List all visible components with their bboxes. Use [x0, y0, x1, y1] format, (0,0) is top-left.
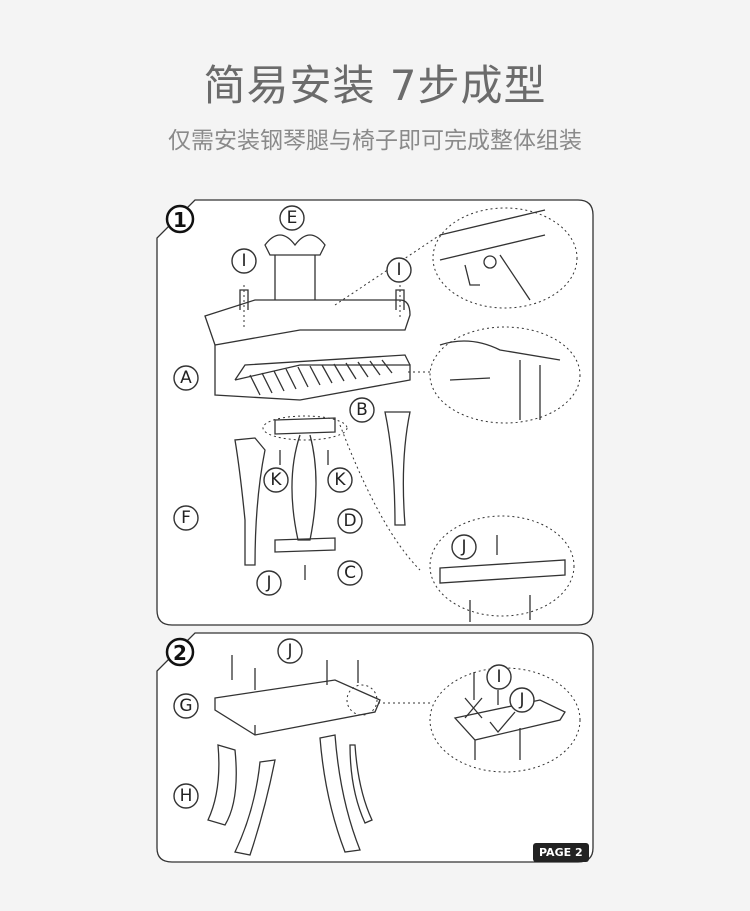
label-J: J	[256, 570, 282, 596]
svg-text:A: A	[180, 368, 192, 388]
detail-insets	[207, 207, 581, 856]
page-title: 简易安装 7步成型	[203, 61, 547, 110]
svg-text:J: J	[460, 537, 466, 557]
svg-text:J: J	[265, 573, 271, 593]
step2-panel	[156, 632, 594, 863]
label-I: I	[231, 248, 257, 274]
svg-text:H: H	[180, 786, 193, 806]
svg-text:B: B	[356, 400, 368, 420]
label-F: F	[173, 505, 199, 531]
svg-text:1: 1	[173, 208, 187, 232]
label-I: I	[486, 664, 512, 690]
svg-text:K: K	[334, 470, 346, 490]
step1-panel	[156, 199, 594, 626]
page-number-badge: PAGE 2	[533, 843, 589, 862]
label-J: J	[509, 687, 535, 713]
svg-text:J: J	[518, 690, 524, 710]
label-K: K	[263, 467, 289, 493]
svg-text:C: C	[344, 563, 356, 583]
label-G: G	[173, 693, 199, 719]
step1-number: 1	[165, 204, 195, 234]
svg-text:J: J	[286, 641, 292, 661]
svg-text:E: E	[287, 208, 298, 228]
label-A: A	[173, 365, 199, 391]
svg-text:I: I	[496, 667, 501, 687]
step2-number: 2	[165, 637, 195, 667]
page-subtitle: 仅需安装钢琴腿与椅子即可完成整体组装	[168, 128, 582, 154]
label-B: B	[349, 397, 375, 423]
svg-text:G: G	[179, 696, 192, 716]
label-H: H	[173, 783, 199, 809]
svg-text:K: K	[270, 470, 282, 490]
piano-illustration	[204, 234, 421, 580]
label-I: I	[386, 257, 412, 283]
label-D: D	[337, 508, 363, 534]
label-J: J	[277, 638, 303, 664]
svg-text:I: I	[396, 260, 401, 280]
label-J: J	[451, 534, 477, 560]
svg-text:F: F	[181, 508, 191, 528]
svg-text:I: I	[241, 251, 246, 271]
label-E: E	[279, 205, 305, 231]
label-K: K	[327, 467, 353, 493]
svg-text:D: D	[343, 511, 356, 531]
label-C: C	[337, 560, 363, 586]
svg-text:2: 2	[173, 641, 187, 665]
